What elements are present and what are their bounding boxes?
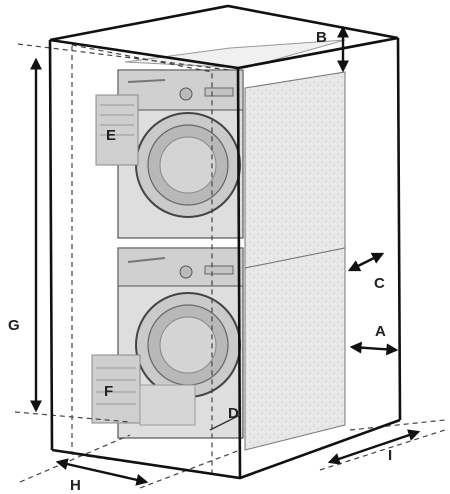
dimension-arrow-h: [55, 458, 149, 486]
reference-line-floor-right: [349, 419, 446, 431]
reference-line-floor-front: [139, 449, 241, 489]
reference-line-floor-left: [19, 434, 131, 483]
label-f: F: [104, 383, 113, 400]
label-i: I: [388, 447, 392, 464]
side-panel-lower: [244, 247, 346, 451]
label-h: H: [70, 477, 81, 494]
label-d: D: [228, 405, 239, 422]
dimension-arrow-c: [347, 252, 385, 272]
lower-appliance: [91, 247, 244, 439]
upper-appliance: [95, 69, 244, 239]
label-a: A: [375, 323, 386, 340]
label-e: E: [106, 127, 116, 144]
reference-line-floor-right-2: [319, 429, 446, 471]
label-b: B: [316, 29, 327, 46]
dimension-arrow-a: [349, 341, 399, 356]
dimension-arrow-i: [327, 429, 421, 465]
label-c: C: [374, 275, 385, 292]
side-panel-upper: [244, 71, 346, 269]
label-g: G: [8, 317, 20, 334]
